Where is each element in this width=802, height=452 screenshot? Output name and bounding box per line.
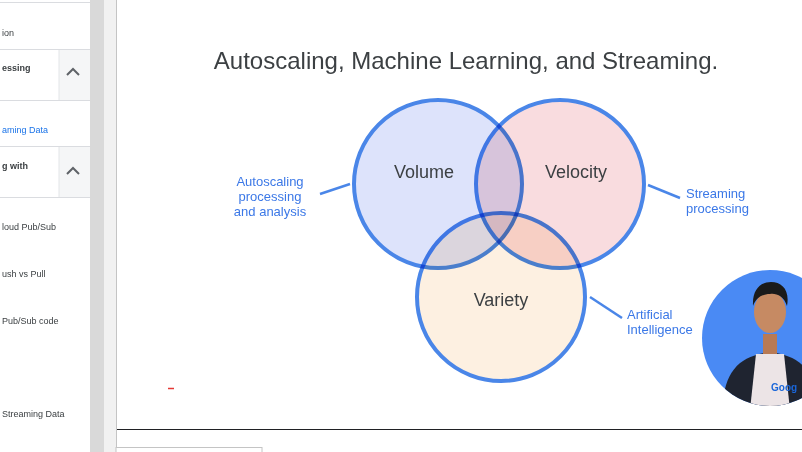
slide-bottom-line bbox=[117, 429, 802, 430]
neck bbox=[763, 334, 777, 354]
cell-divider bbox=[59, 50, 60, 100]
sidebar-separator bbox=[0, 49, 90, 50]
presenter-photo bbox=[700, 268, 802, 410]
sidebar-item: ion bbox=[2, 27, 58, 39]
suit bbox=[722, 352, 802, 410]
chevron-icon bbox=[67, 69, 79, 75]
sidebar-separator bbox=[0, 197, 90, 198]
sidebar-separator bbox=[0, 100, 90, 101]
scrollbar-track bbox=[90, 0, 104, 452]
hair bbox=[753, 282, 788, 306]
venn-circle: Variety bbox=[415, 211, 587, 383]
callout-label: Artificial Intelligence bbox=[627, 307, 705, 337]
sidebar-separator bbox=[0, 146, 90, 147]
sidebar-section: essing bbox=[2, 62, 58, 74]
circle-label: Volume bbox=[394, 162, 454, 183]
sidebar-panel bbox=[0, 0, 90, 452]
slide-title: Autoscaling, Machine Learning, and Strea… bbox=[146, 46, 786, 76]
sidebar-item: ush vs Pull bbox=[2, 268, 88, 280]
leader-line bbox=[648, 185, 680, 198]
circle-label: Variety bbox=[474, 290, 529, 311]
gutter bbox=[104, 0, 116, 452]
leader-line bbox=[590, 297, 622, 318]
sidebar-item: Streaming Data bbox=[2, 408, 88, 420]
circle-label: Velocity bbox=[545, 162, 607, 183]
red-mark bbox=[168, 388, 174, 390]
sidebar-section: g with bbox=[2, 160, 58, 172]
shirt-logo-text: Goog bbox=[771, 381, 799, 394]
callout-label: Autoscaling processing and analysis bbox=[226, 174, 314, 219]
chevron-cell bbox=[59, 147, 90, 197]
leader-line bbox=[320, 184, 350, 194]
panel-border bbox=[116, 0, 117, 452]
sidebar-item: Pub/Sub code bbox=[2, 315, 88, 327]
sidebar-item: loud Pub/Sub bbox=[2, 221, 88, 233]
chevron-cell bbox=[59, 50, 90, 100]
bottom-tab bbox=[116, 448, 262, 452]
callout-label: Streaming processing bbox=[686, 186, 762, 216]
sidebar-item-active: aming Data bbox=[2, 124, 88, 136]
sidebar-separator bbox=[0, 2, 90, 3]
cell-divider bbox=[59, 147, 60, 197]
circle-shape bbox=[417, 213, 585, 381]
chevron-icon bbox=[67, 168, 79, 174]
